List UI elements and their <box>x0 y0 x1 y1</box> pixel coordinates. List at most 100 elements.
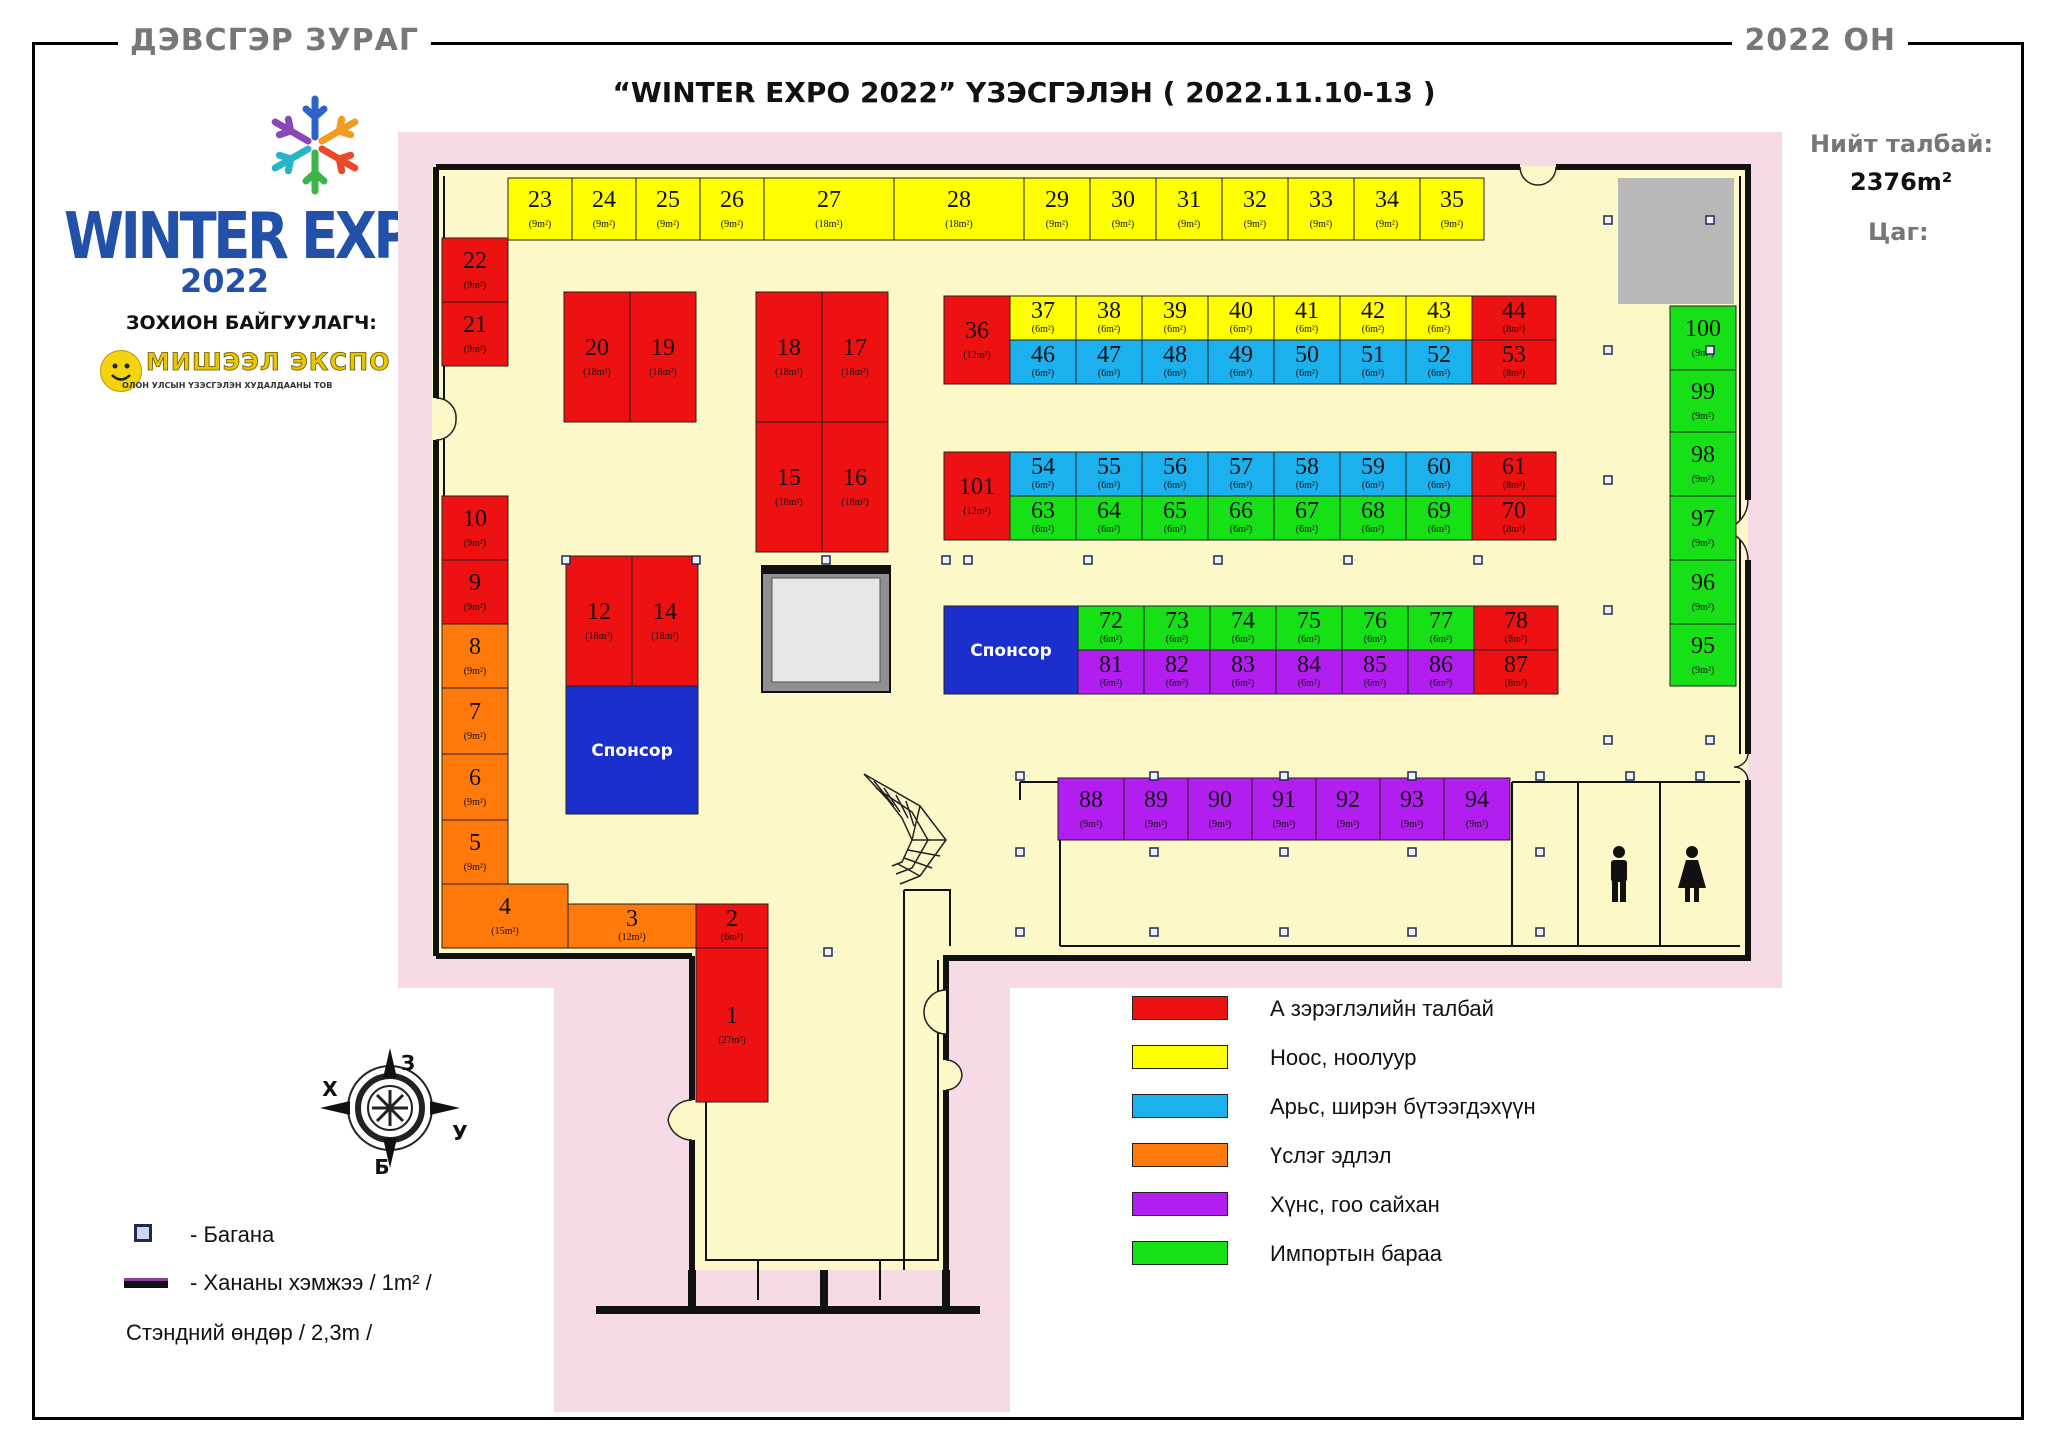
booth-number: 69 <box>1427 498 1451 524</box>
booth-rect <box>1275 649 1343 695</box>
booth-rect <box>441 883 569 949</box>
booth-size: (6m²) <box>1100 678 1122 689</box>
booth-rect <box>1221 177 1289 241</box>
booth-size: (18m²) <box>585 631 612 642</box>
legend-label: А зэрэглэлийн талбай <box>1270 996 1494 1021</box>
legend-swatch <box>1132 1045 1228 1069</box>
booth-size: (6m²) <box>1032 368 1054 379</box>
booth-number: 33 <box>1309 187 1333 213</box>
booth-number: 7 <box>469 699 481 725</box>
booth-number: 31 <box>1177 187 1201 213</box>
booth-number: 57 <box>1229 454 1253 480</box>
booth-size: (6m²) <box>1296 368 1318 379</box>
organizer-label: ЗОХИОН БАЙГУУЛАГЧ: <box>126 312 377 334</box>
booth-rect <box>1207 339 1275 385</box>
legend-swatch <box>1132 1143 1228 1167</box>
door-top <box>1519 166 1557 186</box>
booth-number: 94 <box>1465 787 1489 813</box>
booth-number: 68 <box>1361 498 1385 524</box>
booth-number: 51 <box>1361 342 1385 368</box>
booth-44: 44(8m²) <box>1471 295 1557 341</box>
column-icon <box>1149 927 1159 937</box>
column-icon <box>1603 475 1613 485</box>
booth-88: 88(9m²) <box>1057 777 1125 841</box>
booth-number: 74 <box>1231 608 1255 634</box>
booth-rect <box>1341 649 1409 695</box>
booth-size: (6m²) <box>1428 324 1450 335</box>
column-icon <box>1407 771 1417 781</box>
booth-number: 97 <box>1691 506 1715 532</box>
booth-number: 49 <box>1229 342 1253 368</box>
booth-number: 16 <box>843 465 867 491</box>
booth-size: (6m²) <box>721 932 743 943</box>
booth-rect <box>1471 495 1557 541</box>
booth-rect <box>1405 339 1473 385</box>
booth-number: 83 <box>1231 652 1255 678</box>
booth-size: (9m²) <box>464 731 486 742</box>
booth-number: 95 <box>1691 633 1715 659</box>
booth-number: 28 <box>947 187 971 213</box>
booth-number: 58 <box>1295 454 1319 480</box>
sponsor-label: Спонсор <box>591 741 673 761</box>
booth-number: 55 <box>1097 454 1121 480</box>
booth-rect <box>1471 295 1557 341</box>
booth-number: 9 <box>469 570 481 596</box>
booth-size: (6m²) <box>1428 368 1450 379</box>
booth-rect <box>821 291 889 423</box>
booth-size: (15m²) <box>491 926 518 937</box>
booth-rect <box>441 559 509 625</box>
booth-size: (6m²) <box>1164 524 1186 535</box>
booth-size: (6m²) <box>1362 524 1384 535</box>
booth-size: (9m²) <box>1466 819 1488 830</box>
sponsor-booth: Спонсор <box>943 605 1079 695</box>
booth-size: (18m²) <box>651 631 678 642</box>
booth-size: (8m²) <box>1503 324 1525 335</box>
booth-number: 66 <box>1229 498 1253 524</box>
legend-swatch <box>1132 996 1228 1020</box>
booth-rect <box>1141 495 1209 541</box>
booth-number: 25 <box>656 187 680 213</box>
booth-size: (6m²) <box>1230 324 1252 335</box>
booth-3: 3(12m²) <box>567 903 697 949</box>
booth-48: 48(6m²) <box>1141 339 1209 385</box>
sponsor-label: Спонсор <box>970 641 1052 661</box>
booth-rect <box>943 451 1011 541</box>
column-icon <box>1083 555 1093 565</box>
booth-number: 12 <box>587 599 611 625</box>
booth-number: 38 <box>1097 298 1121 324</box>
booth-89: 89(9m²) <box>1123 777 1189 841</box>
booth-24: 24(9m²) <box>571 177 637 241</box>
booth-size: (9m²) <box>464 538 486 549</box>
booth-rect <box>1669 369 1737 433</box>
booth-number: 59 <box>1361 454 1385 480</box>
booth-size: (9m²) <box>1692 538 1714 549</box>
booth-number: 85 <box>1363 652 1387 678</box>
booth-85: 85(6m²) <box>1341 649 1409 695</box>
booth-rect <box>1341 605 1409 651</box>
compass-east: У <box>452 1121 467 1145</box>
booth-size: (9m²) <box>529 219 551 230</box>
booth-57: 57(6m²) <box>1207 451 1275 497</box>
booth-rect <box>1273 295 1341 341</box>
booth-size: (9m²) <box>464 602 486 613</box>
booth-rect <box>1057 777 1125 841</box>
booth-number: 22 <box>463 248 487 274</box>
column-icon <box>1705 735 1715 745</box>
booth-number: 84 <box>1297 652 1321 678</box>
snowflake-logo-icon <box>271 95 359 195</box>
booth-number: 24 <box>592 187 616 213</box>
booth-73: 73(6m²) <box>1143 605 1211 651</box>
column-icon <box>1343 555 1353 565</box>
booth-size: (27m²) <box>718 1035 745 1046</box>
legend-swatch <box>1132 1094 1228 1118</box>
booth-63: 63(6m²) <box>1009 495 1077 541</box>
booth-size: (9m²) <box>464 797 486 808</box>
booth-size: (18m²) <box>775 367 802 378</box>
booth-58: 58(6m²) <box>1273 451 1341 497</box>
booth-65: 65(6m²) <box>1141 495 1209 541</box>
booth-rect <box>1273 339 1341 385</box>
column-icon <box>821 555 831 565</box>
booth-rect <box>1407 605 1475 651</box>
booth-size: (18m²) <box>775 497 802 508</box>
booth-67: 67(6m²) <box>1273 495 1341 541</box>
